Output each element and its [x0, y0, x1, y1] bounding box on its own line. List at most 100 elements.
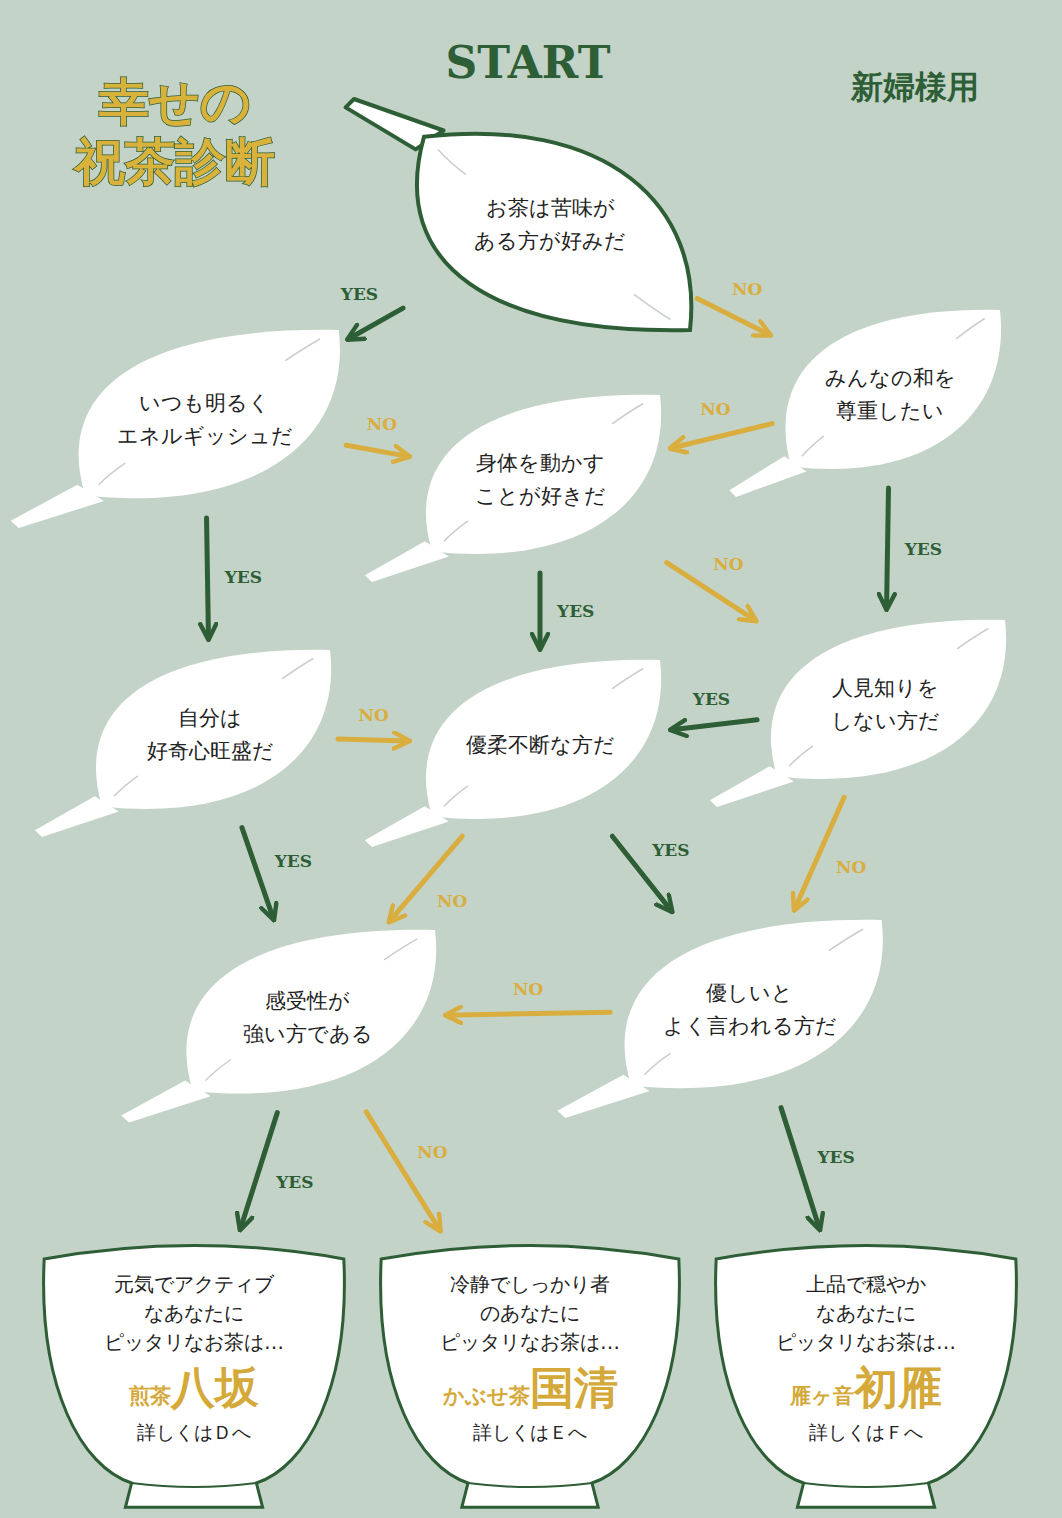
edge-label: YES	[222, 567, 265, 587]
tea-name-row: かぶせ茶国清	[443, 1363, 618, 1414]
leaf-vein	[114, 776, 138, 796]
leaf-vein	[956, 319, 985, 339]
result-description: 冷静でしっかり者 のあなたに ピッタリなお茶は…	[440, 1270, 620, 1357]
edge-label: YES	[272, 851, 315, 871]
node-content: 人見知りを しない方だ	[831, 672, 940, 737]
reference-note: 詳しくはＦへ	[809, 1420, 923, 1446]
edge-label: NO	[729, 279, 765, 299]
edge-label: NO	[697, 399, 733, 419]
leaf-body	[785, 310, 1001, 469]
edge-label: NO	[710, 554, 746, 574]
question-leaf: 感受性が 強い方である	[180, 930, 435, 1105]
question-text: 優柔不断な方だ	[466, 729, 615, 762]
leaf-vein	[789, 746, 813, 766]
question-leaf: お茶は苦味が ある方が好みだ	[410, 120, 690, 330]
node-content: 身体を動かす ことが好きだ	[475, 447, 606, 512]
edge-label: YES	[649, 840, 692, 860]
edge-label: YES	[554, 601, 597, 621]
question-leaf: いつも明るく エネルギッシュだ	[72, 330, 339, 510]
tea-name-row: 煎茶八坂	[129, 1363, 259, 1414]
question-text: お茶は苦味が ある方が好みだ	[474, 192, 626, 257]
leaf-shape	[618, 920, 882, 1100]
leaf-vein	[957, 629, 988, 649]
leaf-vein	[438, 149, 466, 174]
edge-label: NO	[414, 1142, 450, 1162]
flow-arrow	[349, 308, 403, 339]
leaf-shape	[90, 650, 330, 820]
question-text: みんなの和を 尊重したい	[825, 362, 956, 427]
question-text: 身体を動かす ことが好きだ	[475, 447, 606, 512]
node-content: お茶は苦味が ある方が好みだ	[474, 192, 626, 257]
title-text: 幸せの 祝茶診断	[75, 72, 275, 192]
question-leaf: 身体を動かす ことが好きだ	[420, 395, 660, 565]
flow-arrow	[338, 739, 408, 741]
leaf-body	[426, 395, 661, 554]
leaf-shape	[765, 620, 1005, 790]
node-content: 優しいと よく言われる方だ	[663, 977, 837, 1042]
leaf-body	[186, 930, 436, 1094]
leaf-vein	[282, 659, 313, 679]
tea-name: 八坂	[171, 1363, 259, 1414]
edge-label: YES	[814, 1147, 857, 1167]
tea-kind: かぶせ茶	[443, 1382, 530, 1410]
node-content: 上品で穏やか なあなたに ピッタリなお茶は…雁ヶ音初雁詳しくはＦへ	[710, 1270, 1022, 1446]
bowl-foot-line	[468, 1483, 592, 1487]
leaf-shape	[72, 330, 339, 510]
flow-arrow	[672, 424, 773, 448]
result-bowl: 上品で穏やか なあなたに ピッタリなお茶は…雁ヶ音初雁詳しくはＦへ	[710, 1240, 1022, 1510]
result-bowl: 冷静でしっかり者 のあなたに ピッタリなお茶は… かぶせ茶国清詳しくはＥへ	[375, 1240, 685, 1510]
node-content: 感受性が 強い方である	[243, 985, 373, 1050]
edge-label: NO	[510, 979, 546, 999]
reference-note: 詳しくはＥへ	[473, 1420, 587, 1446]
edge-label: NO	[833, 857, 869, 877]
node-content: いつも明るく エネルギッシュだ	[117, 387, 293, 452]
edge-label: YES	[338, 284, 381, 304]
flow-arrow	[207, 518, 209, 638]
question-text: いつも明るく エネルギッシュだ	[117, 387, 293, 452]
leaf-vein	[285, 339, 320, 361]
question-text: 自分は 好奇心旺盛だ	[147, 702, 274, 767]
leaf-body	[96, 650, 331, 809]
leaf-vein	[612, 404, 643, 424]
question-leaf: 優柔不断な方だ	[420, 660, 660, 830]
leaf-body	[625, 920, 883, 1088]
flow-arrow	[240, 1113, 277, 1229]
bowl-outline	[381, 1245, 680, 1507]
tea-kind: 雁ヶ音	[790, 1382, 854, 1410]
leaf-vein	[612, 669, 643, 689]
node-content: 優柔不断な方だ	[466, 729, 615, 762]
bowl-foot-line	[804, 1483, 929, 1487]
question-leaf: 自分は 好奇心旺盛だ	[90, 650, 330, 820]
leaf-vein	[384, 939, 417, 960]
tea-name: 初雁	[854, 1363, 942, 1414]
edge-label: YES	[690, 689, 733, 709]
flow-arrow	[795, 797, 844, 909]
result-bowl: 元気でアクティブ なあなたに ピッタリなお茶は…煎茶八坂詳しくはＤへ	[38, 1240, 350, 1510]
question-leaf: みんなの和を 尊重したい	[780, 310, 1000, 480]
flow-arrow	[781, 1108, 819, 1229]
node-content: 元気でアクティブ なあなたに ピッタリなお茶は…煎茶八坂詳しくはＤへ	[38, 1270, 350, 1446]
leaf-vein	[829, 929, 863, 951]
question-leaf: 優しいと よく言われる方だ	[618, 920, 882, 1100]
flow-arrow	[366, 1112, 439, 1230]
leaf-body	[417, 134, 691, 330]
tea-name: 国清	[530, 1363, 618, 1414]
flow-arrow	[538, 573, 543, 648]
leaf-body	[78, 330, 339, 498]
flow-arrow	[672, 720, 757, 730]
bowl-outline	[716, 1245, 1017, 1507]
leaf-vein	[98, 463, 125, 485]
leaf-shape	[780, 310, 1000, 480]
edge-label: NO	[356, 705, 392, 725]
edge-label: NO	[434, 891, 470, 911]
edge-label: YES	[902, 539, 945, 559]
bowl-outline	[44, 1245, 345, 1507]
audience-label: 新婦様用	[851, 66, 979, 110]
leaf-vein	[444, 521, 468, 541]
diagram-title: 幸せの 祝茶診断	[75, 72, 275, 192]
leaf-vein	[802, 436, 824, 456]
leaf-shape	[410, 120, 690, 330]
leaf-vein	[634, 294, 670, 319]
node-content: 冷静でしっかり者 のあなたに ピッタリなお茶は… かぶせ茶国清詳しくはＥへ	[375, 1270, 685, 1446]
leaf-shape	[180, 930, 435, 1105]
